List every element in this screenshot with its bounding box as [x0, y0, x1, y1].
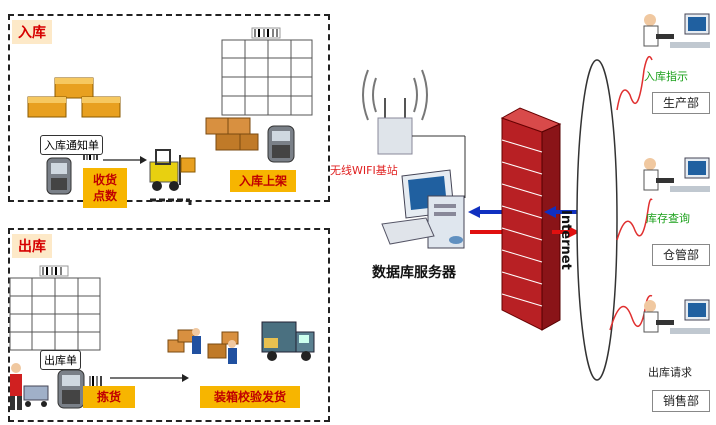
delivery-truck-icon [261, 321, 315, 361]
workstation-icon-3 [643, 299, 710, 334]
receive-count-label: 收货 点数 [83, 168, 127, 208]
dept-warehouse: 仓管部 [652, 244, 710, 266]
warehouse-rack-icon-outbound [9, 277, 101, 351]
internet-label: Internet [558, 210, 573, 270]
internet-cloud-icon [576, 59, 618, 381]
pallet-boxes-icon [205, 117, 259, 151]
handheld-scanner-icon-outbound [57, 369, 85, 409]
inbound-graphics [27, 27, 313, 205]
receive-label-line1: 收货 [92, 173, 117, 187]
dept-sales: 销售部 [652, 390, 710, 412]
rack-barcode-icon [251, 27, 281, 39]
outbound-title: 出库 [12, 234, 52, 258]
database-server-icon [381, 169, 465, 249]
warehouse-rack-icon [221, 39, 313, 116]
outbound-doc-label: 出库单 [40, 350, 81, 370]
outbound-panel [8, 228, 330, 422]
receive-label-line2: 点数 [92, 189, 117, 203]
network-graphics [362, 13, 710, 381]
shelve-label: 入库上架 [230, 170, 296, 192]
dept-tag-production: 入库指示 [644, 70, 688, 83]
dept-production: 生产部 [652, 92, 710, 114]
rack-barcode-icon-outbound [39, 265, 69, 277]
dept-tag-warehouse: 库存查询 [646, 212, 690, 225]
barcode-icon-outbound [88, 376, 104, 386]
forklift-icon [149, 149, 196, 191]
wifi-base-station-icon [362, 69, 428, 155]
inbound-title: 入库 [12, 20, 52, 44]
handheld-scanner-icon [46, 157, 72, 195]
ship-label: 装箱校验发货 [200, 386, 300, 408]
packing-workers-icon [167, 328, 239, 364]
handheld-scanner-icon-2 [267, 125, 295, 163]
inbound-doc-label: 入库通知单 [40, 135, 103, 155]
worker-cart-icon [10, 363, 49, 410]
firewall-icon [500, 107, 562, 331]
cargo-boxes-icon [27, 77, 121, 118]
workstation-icon-2 [643, 157, 710, 192]
wifi-label: 无线WIFI基站 [330, 164, 398, 177]
pick-label: 拣货 [83, 386, 135, 408]
dept-tag-sales: 出库请求 [648, 366, 692, 379]
server-label: 数据库服务器 [372, 265, 456, 281]
workstation-icon-1 [643, 13, 710, 48]
